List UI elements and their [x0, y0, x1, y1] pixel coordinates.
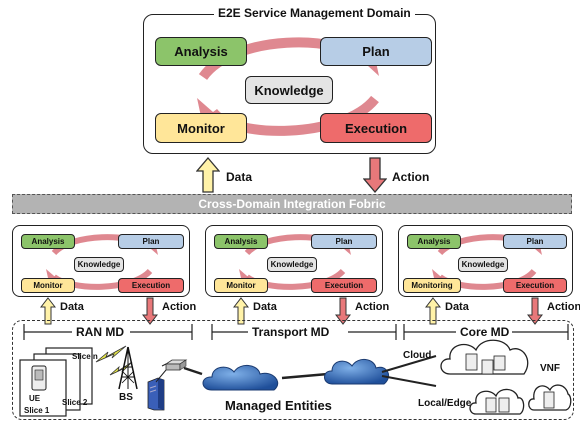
- md-dividers: [23, 324, 569, 340]
- core-md-label: Core MD: [460, 325, 510, 339]
- core-data-label: Data: [445, 301, 469, 313]
- transport-monitor-box: Monitor: [214, 278, 268, 293]
- network-cloud-icon-2: [324, 359, 389, 385]
- ran-execution-box: Execution: [118, 278, 184, 293]
- ran-analysis-box: Analysis: [21, 234, 75, 249]
- core-data-arrow: [425, 297, 441, 325]
- edge-cloud-icon-2: [528, 384, 572, 411]
- transport-data-arrow: [233, 297, 249, 325]
- core-plan-box: Plan: [503, 234, 567, 249]
- ran-knowledge-box: Knowledge: [74, 257, 124, 272]
- e2e-domain-title: E2E Service Management Domain: [214, 6, 415, 20]
- core-monitor-box: Monitoring: [403, 278, 461, 293]
- network-switch-icon: [164, 359, 188, 371]
- network-links-3: [381, 355, 437, 387]
- transport-knowledge-box: Knowledge: [267, 257, 317, 272]
- slice2-label: Slice 2: [62, 398, 88, 407]
- e2e-execution-box: Execution: [320, 113, 432, 143]
- slice1-label: Slice 1: [24, 406, 50, 415]
- local-edge-label: Local/Edge: [418, 398, 472, 409]
- ran-action-arrow: [142, 297, 158, 325]
- slice-n-label: Slice n: [72, 352, 98, 361]
- top-action-arrow: [363, 157, 387, 193]
- top-data-arrow: [196, 157, 220, 193]
- network-links: [155, 363, 203, 383]
- core-action-label: Action: [547, 301, 580, 313]
- managed-entities-label: Managed Entities: [225, 398, 332, 413]
- network-cloud-icon-1: [202, 365, 279, 391]
- server-tower-icon: [147, 377, 165, 411]
- transport-action-arrow: [335, 297, 351, 325]
- ue-label: UE: [29, 394, 41, 403]
- server-icon: [485, 397, 497, 413]
- fabric-label: Cross-Domain Integration Fobric: [198, 197, 386, 211]
- server-icon: [498, 397, 510, 413]
- top-data-label: Data: [226, 170, 253, 184]
- core-execution-box: Execution: [503, 278, 567, 293]
- ran-data-label: Data: [60, 301, 84, 313]
- top-action-label: Action: [392, 170, 430, 184]
- e2e-plan-box: Plan: [320, 37, 432, 66]
- ran-action-label: Action: [162, 301, 197, 313]
- transport-plan-box: Plan: [311, 234, 377, 249]
- bs-tower-icon: [118, 346, 138, 390]
- transport-data-label: Data: [253, 301, 277, 313]
- slice-stack: [19, 347, 93, 417]
- ran-plan-box: Plan: [118, 234, 184, 249]
- managed-entities-region: [12, 320, 574, 420]
- transport-analysis-box: Analysis: [214, 234, 268, 249]
- server-icon: [465, 353, 478, 371]
- core-knowledge-box: Knowledge: [458, 257, 508, 272]
- ran-md-label: RAN MD: [76, 325, 124, 339]
- e2e-monitor-box: Monitor: [155, 113, 247, 143]
- ran-data-arrow: [40, 297, 56, 325]
- e2e-analysis-box: Analysis: [155, 37, 247, 66]
- cloud-datacenter-icon: [440, 339, 529, 375]
- ran-monitor-box: Monitor: [21, 278, 75, 293]
- vnf-label: VNF: [540, 363, 560, 374]
- server-icon: [481, 359, 494, 375]
- server-icon: [543, 391, 555, 409]
- transport-md-label: Transport MD: [252, 325, 330, 339]
- e2e-knowledge-box: Knowledge: [245, 76, 333, 104]
- server-icon: [493, 355, 506, 371]
- transport-action-label: Action: [355, 301, 390, 313]
- core-action-arrow: [527, 297, 543, 325]
- transport-execution-box: Execution: [311, 278, 377, 293]
- cloud-label: Cloud: [403, 350, 432, 361]
- network-links-2: [281, 372, 329, 380]
- edge-cloud-icon: [469, 388, 525, 415]
- bs-label: BS: [119, 392, 133, 403]
- wireless-link-icon: [95, 345, 127, 363]
- cross-domain-fabric: Cross-Domain Integration Fobric: [12, 194, 572, 214]
- core-analysis-box: Analysis: [407, 234, 461, 249]
